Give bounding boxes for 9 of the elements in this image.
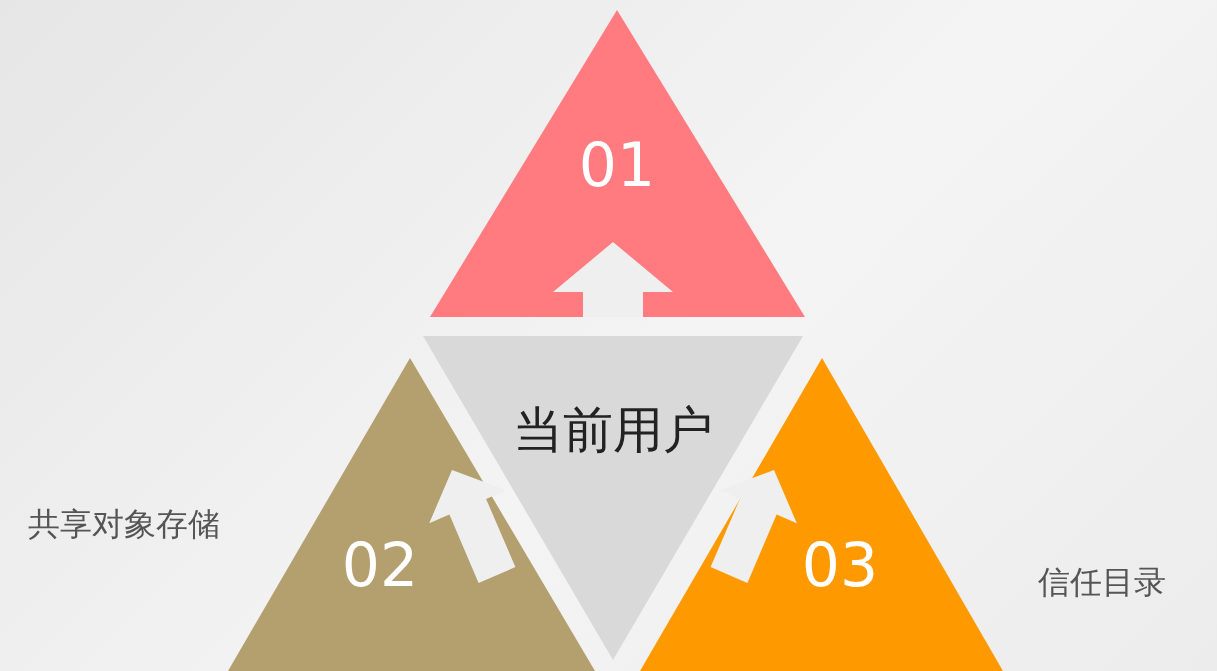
step-number: 02 [341,532,419,598]
block-arrow [429,470,516,583]
block-arrow [553,242,673,317]
step-number: 01 [578,132,656,198]
center-label: 当前用户 [513,402,713,458]
side-caption: 共享对象存储 [28,504,220,545]
step-number: 03 [801,532,879,598]
block-arrow [710,470,797,583]
side-caption: 信任目录 [1038,562,1166,603]
